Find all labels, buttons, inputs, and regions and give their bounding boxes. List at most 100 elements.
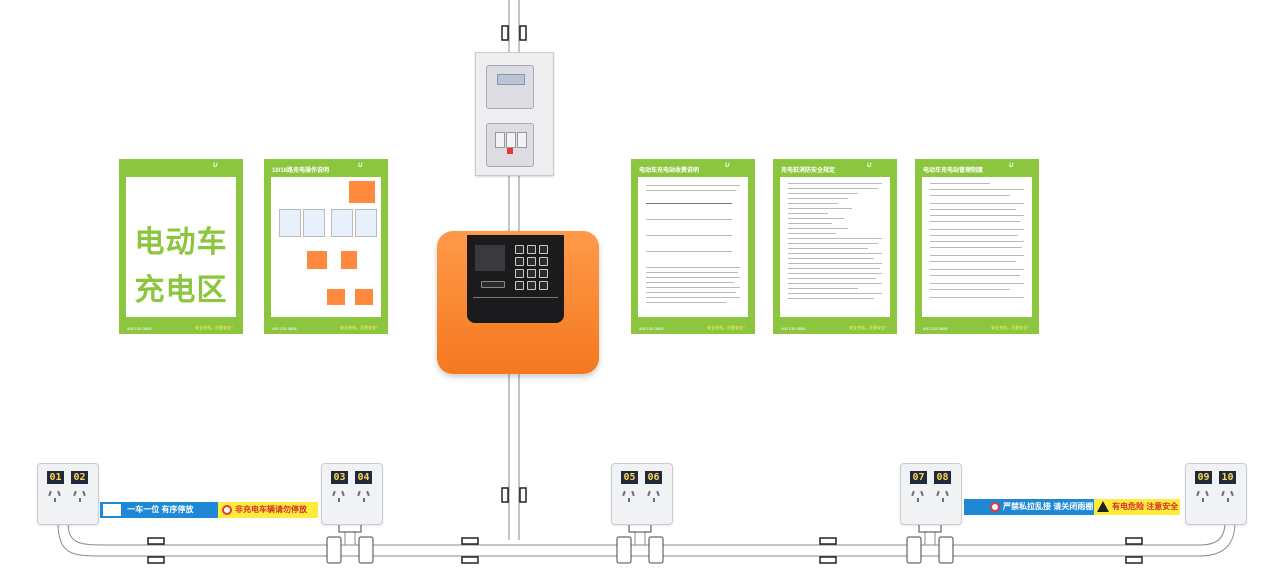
banner-no-wiring: 严禁私拉乱接 请关闭雨棚	[964, 499, 1094, 515]
keypad-key	[527, 269, 536, 278]
banner-orderly-parking: 一车一位 有序停放	[100, 502, 218, 518]
app-screenshot	[331, 209, 353, 237]
station-illustration	[307, 251, 327, 269]
breaker-switch	[506, 132, 516, 148]
app-screenshot	[355, 209, 377, 237]
poster-title: 充电桩消防安全规定	[781, 168, 836, 174]
charging-socket: 07 08	[900, 463, 962, 525]
poster-slogan: 安全充电，注意安全！	[849, 325, 889, 330]
outlet-icon	[620, 490, 638, 504]
poster-slogan: 安全充电，注意安全！	[991, 325, 1031, 330]
keypad-key	[527, 281, 536, 290]
poster-body	[638, 177, 748, 317]
card-reader-icon	[481, 281, 505, 288]
breaker-switch	[517, 132, 527, 148]
keypad-key	[527, 257, 536, 266]
charging-station	[437, 231, 599, 374]
brand-logo: U	[358, 163, 363, 169]
outlet-icon	[355, 490, 373, 504]
banner-electric-danger: 有电危险 注意安全	[1094, 499, 1180, 515]
poster-management-rules: 电动车充电站管理制度 U 400 135 0808 安全充电，注意安全！	[915, 159, 1039, 334]
electric-meter	[486, 65, 534, 109]
socket-number: 03	[331, 471, 348, 484]
socket-number: 06	[645, 471, 662, 484]
outlet-icon	[46, 490, 64, 504]
banner-no-parking: 非充电车辆请勿停放	[218, 502, 318, 518]
station-screen	[475, 245, 505, 271]
poster-body	[922, 177, 1032, 317]
poster-hotline: 400 135 0808	[272, 326, 297, 331]
socket-number: 04	[355, 471, 372, 484]
app-screenshot	[279, 209, 301, 237]
socket-number: 08	[934, 471, 951, 484]
brand-logo: U	[1009, 163, 1014, 169]
banner-text: 有电危险 注意安全	[1112, 502, 1179, 511]
breaker-indicator	[507, 148, 513, 154]
breaker-switch	[495, 132, 505, 148]
socket-number: 05	[621, 471, 638, 484]
control-panel	[467, 235, 564, 323]
outlet-icon	[330, 490, 348, 504]
poster-fee-info: 电动车充电站收费说明 U 400 135 0808 安全充电，注意安全！	[631, 159, 755, 334]
poster-big-line-1: 电动车	[134, 226, 228, 259]
banner-text: 严禁私拉乱接 请关闭雨棚	[1003, 502, 1094, 511]
poster-body: 电动车 充电区	[126, 177, 236, 317]
socket-number: 07	[910, 471, 927, 484]
poster-body	[780, 177, 890, 317]
meter-display	[497, 74, 525, 85]
poster-hotline: 400 135 0808	[923, 326, 948, 331]
charging-socket: 01 02	[37, 463, 99, 525]
keypad-key	[527, 245, 536, 254]
prohibition-icon	[222, 504, 232, 515]
station-illustration	[341, 251, 357, 269]
keypad-key	[515, 269, 524, 278]
keypad-key	[539, 257, 548, 266]
brand-logo	[103, 504, 121, 516]
keypad-key	[515, 245, 524, 254]
poster-slogan: 安全充电，注意安全！	[707, 325, 747, 330]
poster-body	[271, 177, 381, 317]
socket-number: 01	[47, 471, 64, 484]
poster-title: 电动车充电站收费说明	[639, 168, 700, 174]
poster-operation-guide: 10/16路充电操作说明 U 400 135 0808 安全充电，注意安全！	[264, 159, 388, 334]
charging-socket: 05 06	[611, 463, 673, 525]
prohibition-icon	[990, 501, 1000, 512]
poster-fire-safety: 充电桩消防安全规定 U 400 135 0808 安全充电，注意安全！	[773, 159, 897, 334]
phone-illustration	[349, 181, 375, 203]
outlet-icon	[909, 490, 927, 504]
banner-text: 非充电车辆请勿停放	[235, 505, 307, 514]
brand-logo: U	[867, 163, 872, 169]
station-illustration	[355, 289, 373, 305]
keypad-key	[515, 257, 524, 266]
panel-divider	[473, 297, 558, 298]
poster-slogan: 安全充电，注意安全！	[340, 325, 380, 330]
poster-charging-zone: U 电动车 充电区 400 135 0808 安全充电，注意安全！	[119, 159, 243, 334]
banner-text: 一车一位 有序停放	[127, 505, 194, 514]
poster-big-line-2: 充电区	[134, 274, 228, 307]
app-screenshot	[303, 209, 325, 237]
station-illustration	[327, 289, 345, 305]
charging-socket: 03 04	[321, 463, 383, 525]
circuit-breaker	[486, 123, 534, 167]
socket-number: 02	[71, 471, 88, 484]
poster-slogan: 安全充电，注意安全！	[195, 325, 235, 330]
poster-title: 电动车充电站管理制度	[923, 168, 984, 174]
outlet-icon	[934, 490, 952, 504]
keypad-key	[515, 281, 524, 290]
outlet-icon	[1219, 490, 1237, 504]
poster-hotline: 400 135 0808	[639, 326, 664, 331]
brand-logo: U	[725, 163, 730, 169]
keypad-key	[539, 269, 548, 278]
socket-number: 10	[1219, 471, 1236, 484]
brand-logo: U	[213, 163, 218, 169]
charging-socket: 09 10	[1185, 463, 1247, 525]
poster-hotline: 400 135 0808	[127, 326, 152, 331]
outlet-icon	[71, 490, 89, 504]
outlet-icon	[1194, 490, 1212, 504]
keypad-key	[539, 281, 548, 290]
poster-title: 10/16路充电操作说明	[272, 168, 330, 174]
outlet-icon	[645, 490, 663, 504]
keypad-key	[539, 245, 548, 254]
warning-icon	[1097, 501, 1109, 513]
